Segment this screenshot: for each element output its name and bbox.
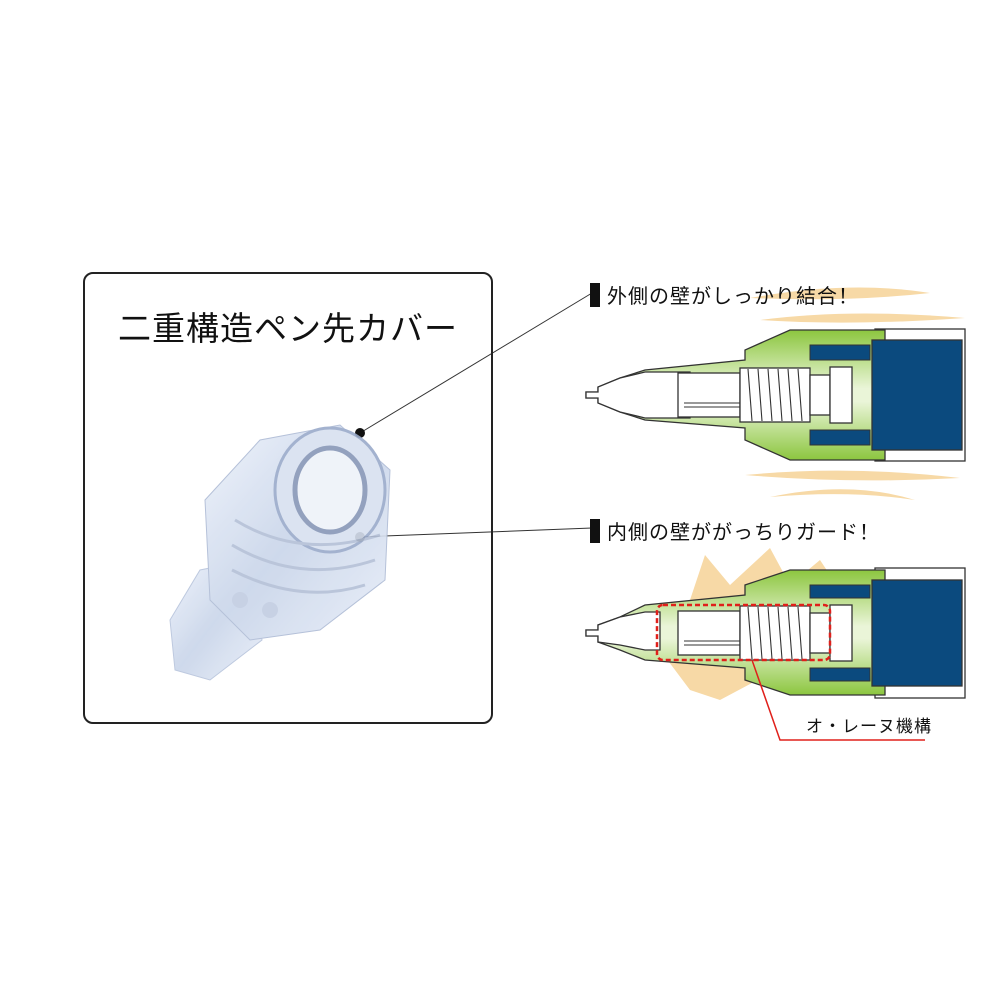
pencil-cross-section-outer <box>585 287 966 500</box>
callout-inner-wall: 内側の壁ががっちりガード！ <box>590 516 880 545</box>
bullet-square-icon <box>590 518 600 543</box>
leader-line-outer <box>359 292 593 434</box>
pencil-cross-section-inner <box>585 548 966 741</box>
leader-line-inner <box>359 527 593 538</box>
mechanism-leader-line <box>751 659 925 741</box>
cover-panel: 二重構造ペン先カバー <box>83 272 493 724</box>
mechanism-label: オ・レーヌ機構 <box>806 717 932 737</box>
panel-title: 二重構造ペン先カバー <box>118 309 458 348</box>
callout-label: 内側の壁ががっちりガード！ <box>607 520 880 544</box>
mechanism-highlight-box <box>655 603 832 662</box>
bullet-square-icon <box>590 282 600 307</box>
callout-outer-wall: 外側の壁がしっかり結合！ <box>590 280 859 309</box>
callout-label: 外側の壁がしっかり結合！ <box>607 284 859 308</box>
pen-tip-cover-image <box>169 424 391 681</box>
